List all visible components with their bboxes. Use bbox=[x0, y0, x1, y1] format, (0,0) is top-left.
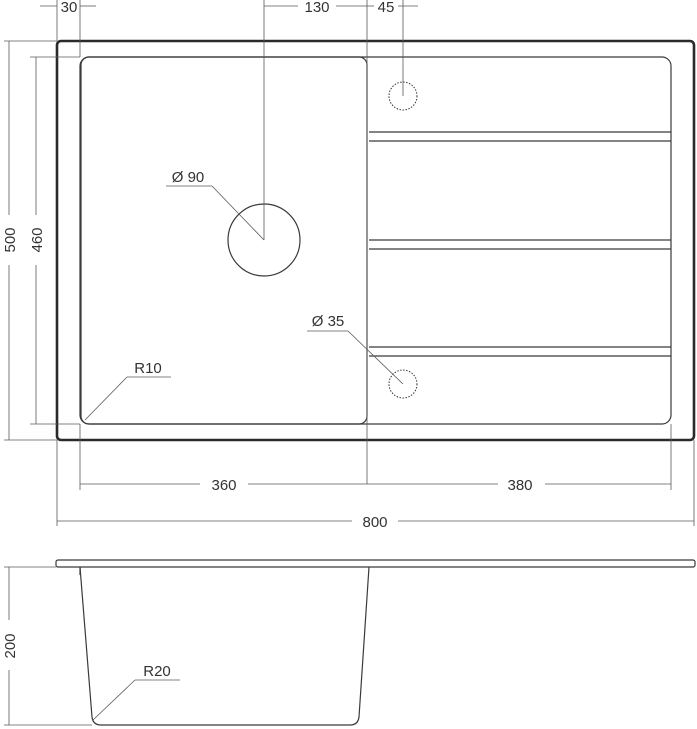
drain-diameter-leader bbox=[166, 185, 265, 241]
tap-diameter-leader bbox=[307, 330, 404, 385]
top-extension-lines bbox=[56, 0, 404, 484]
radius-10-leader bbox=[84, 376, 171, 421]
side-view-bowl bbox=[79, 566, 370, 726]
bottom-dimension-lines bbox=[57, 483, 694, 522]
tap-hole-bottom bbox=[388, 369, 418, 399]
dim-500-label: 500 bbox=[2, 227, 19, 252]
left-dimension-lines bbox=[8, 41, 37, 440]
dim-45-label: 45 bbox=[378, 0, 395, 16]
bottom-extension-lines bbox=[56, 424, 695, 526]
dim-460-label: 460 bbox=[29, 227, 46, 252]
radius-10-label: R10 bbox=[134, 360, 162, 377]
drain-diameter-label: Ø 90 bbox=[172, 169, 205, 186]
radius-20-label: R20 bbox=[143, 663, 171, 680]
dim-360-label: 360 bbox=[211, 477, 236, 494]
side-view-slab bbox=[55, 559, 696, 568]
dim-800-label: 800 bbox=[362, 514, 387, 531]
sink-outer-outline bbox=[55, 39, 696, 442]
tap-hole-top bbox=[388, 81, 418, 111]
dim-200-label: 200 bbox=[2, 633, 19, 658]
dim-380-label: 380 bbox=[507, 477, 532, 494]
drainboard-grooves bbox=[369, 131, 671, 357]
sink-side-view bbox=[55, 559, 696, 726]
dim-30-label: 30 bbox=[61, 0, 78, 16]
sink-bowl bbox=[80, 56, 368, 425]
dim-130-label: 130 bbox=[304, 0, 329, 16]
radius-20-leader bbox=[92, 679, 180, 721]
side-extension-lines bbox=[4, 566, 92, 726]
tap-diameter-label: Ø 35 bbox=[312, 313, 345, 330]
left-extension-lines bbox=[4, 40, 80, 441]
